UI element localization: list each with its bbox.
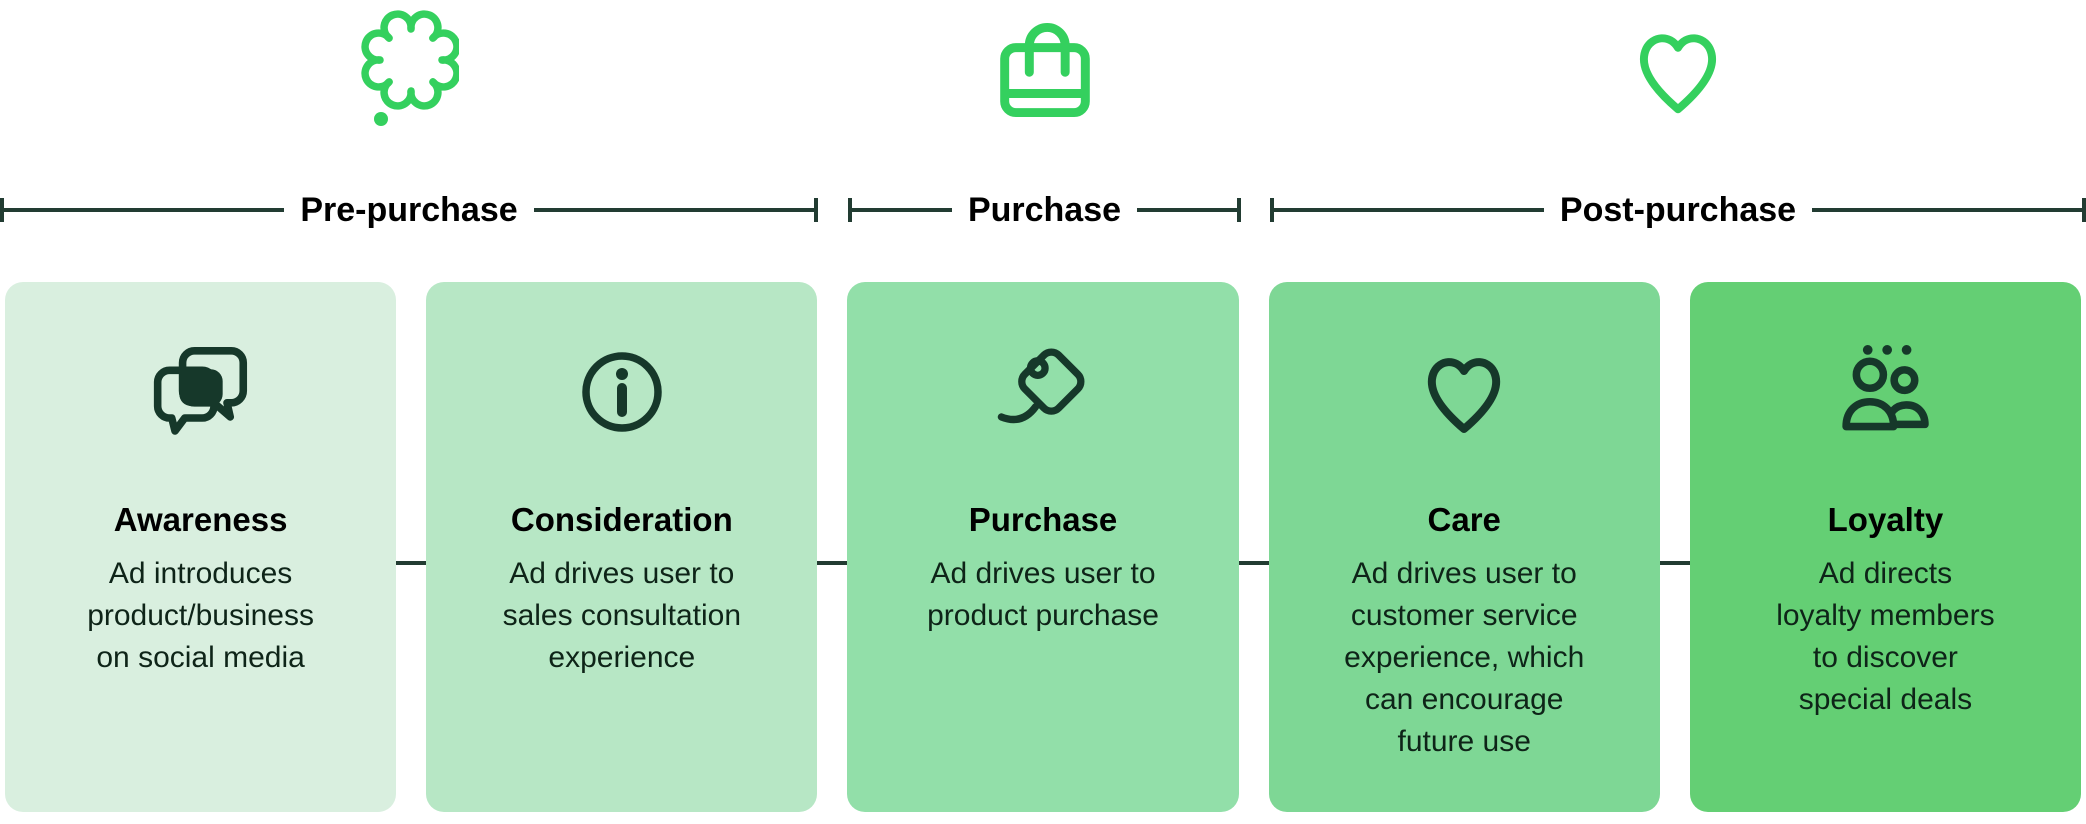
stage-title: Purchase	[968, 501, 1118, 538]
info-circle-icon	[572, 340, 672, 444]
bracket-line	[852, 208, 952, 212]
stage-cards-row: Awareness Ad introduces product/business…	[5, 282, 2082, 812]
card-connector-line	[812, 561, 854, 565]
stage-description: Ad drives user to sales consultation exp…	[502, 556, 742, 674]
stage-description: Ad introduces product/business on social…	[87, 556, 314, 674]
phase-label: Pre-purchase	[300, 191, 518, 229]
phase-label: Post-purchase	[1559, 191, 1797, 229]
phase-post-purchase: Post-purchase	[1270, 0, 2086, 227]
card-connector-line	[1233, 561, 1275, 565]
bracket-tick	[848, 198, 852, 222]
phase-pre-purchase: Pre-purchase	[0, 0, 819, 229]
card-connector-line	[1654, 561, 1696, 565]
stage-card-purchase: Purchase Ad drives user to product purch…	[847, 282, 1239, 812]
phase-purchase: Purchase	[848, 0, 1241, 227]
bracket-line	[1274, 208, 1544, 212]
stage-title: Awareness	[113, 501, 288, 538]
chat-bubbles-icon	[146, 340, 256, 444]
phase-label: Purchase	[967, 191, 1122, 229]
thought-bubble-icon	[0, 0, 818, 140]
stage-title: Care	[1427, 501, 1501, 538]
stage-description: Ad drives user to product purchase	[927, 556, 1159, 632]
stage-title: Consideration	[510, 501, 733, 538]
stage-card-care: Care Ad drives user to customer service …	[1268, 282, 1660, 812]
shopping-bag-icon	[848, 0, 1241, 140]
bracket-tick	[814, 198, 819, 222]
bracket-purchase: Purchase	[848, 193, 1241, 227]
people-group-icon	[1831, 340, 1939, 444]
card-connector-line	[390, 561, 432, 565]
bracket-line	[4, 208, 285, 212]
heart-outline-icon	[1270, 0, 2086, 140]
price-tag-icon	[991, 340, 1095, 444]
stage-description: Ad drives user to customer service exper…	[1344, 556, 1585, 758]
stage-card-loyalty: Loyalty Ad directs loyalty members to di…	[1689, 282, 2082, 812]
bracket-line	[1812, 208, 2082, 212]
bracket-line	[1137, 208, 1237, 212]
stage-title: Loyalty	[1827, 501, 1944, 538]
bracket-tick	[1270, 198, 1274, 222]
bracket-post-purchase: Post-purchase	[1270, 193, 2086, 227]
stage-description: Ad directs loyalty members to discover s…	[1776, 556, 1995, 716]
heart-icon	[1414, 340, 1514, 444]
bracket-pre-purchase: Pre-purchase	[0, 191, 819, 229]
bracket-tick	[0, 198, 4, 222]
stage-card-consideration: Consideration Ad drives user to sales co…	[426, 282, 818, 812]
stage-card-awareness: Awareness Ad introduces product/business…	[5, 282, 397, 812]
bracket-line	[533, 208, 815, 212]
bracket-tick	[1237, 198, 1241, 222]
bracket-tick	[2082, 198, 2086, 222]
